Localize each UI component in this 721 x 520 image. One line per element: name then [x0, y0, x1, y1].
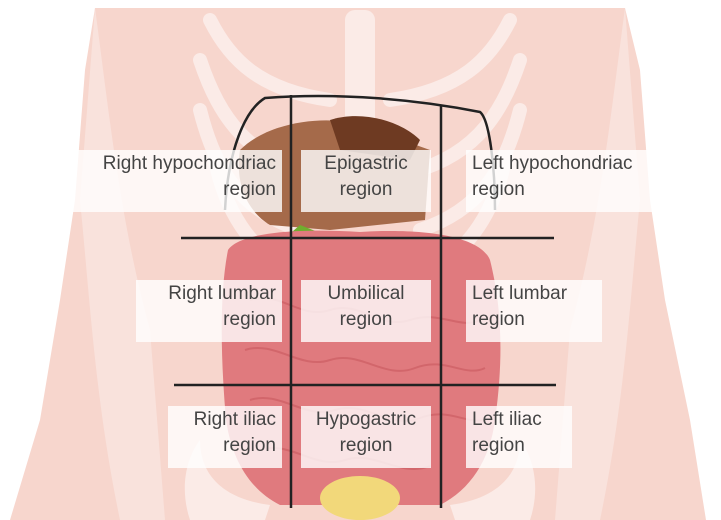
region-grid: [174, 95, 556, 508]
label-line: region: [472, 179, 525, 200]
label-line: Umbilical: [327, 283, 405, 304]
label-line: Right iliac: [193, 409, 276, 430]
label-umbilical: Umbilical region: [301, 280, 431, 342]
label-line: region: [223, 179, 276, 200]
label-left-lumbar: Left lumbar region: [466, 280, 602, 342]
liver-dark: [330, 116, 420, 160]
label-line: Left hypochondriac: [472, 153, 633, 174]
label-line: region: [472, 435, 525, 456]
label-line: Left iliac: [472, 409, 542, 430]
label-line: Right lumbar: [168, 283, 276, 304]
sternum: [345, 10, 375, 130]
label-line: region: [223, 435, 276, 456]
left-arm-gap: [80, 8, 165, 520]
label-line: region: [223, 309, 276, 330]
label-right-iliac: Right iliac region: [168, 406, 282, 468]
pelvis-left: [184, 440, 270, 520]
label-left-hypochondriac: Left hypochondriac region: [466, 150, 666, 212]
pelvis-right: [450, 440, 536, 520]
label-line: region: [339, 179, 393, 200]
label-line: Hypogastric: [315, 409, 417, 430]
label-right-lumbar: Right lumbar region: [136, 280, 282, 342]
label-line: region: [339, 435, 393, 456]
label-hypogastric: Hypogastric region: [301, 406, 431, 468]
label-left-iliac: Left iliac region: [466, 406, 572, 468]
label-epigastric: Epigastric region: [301, 150, 431, 212]
label-line: region: [339, 309, 393, 330]
label-line: Epigastric: [324, 153, 408, 174]
label-line: Left lumbar: [472, 283, 568, 304]
right-arm-gap: [555, 8, 640, 520]
label-right-hypochondriac: Right hypochondriac region: [68, 150, 282, 212]
label-line: region: [472, 309, 525, 330]
costal-outline: [223, 94, 497, 211]
bladder: [320, 476, 400, 520]
label-line: Right hypochondriac: [102, 153, 276, 174]
